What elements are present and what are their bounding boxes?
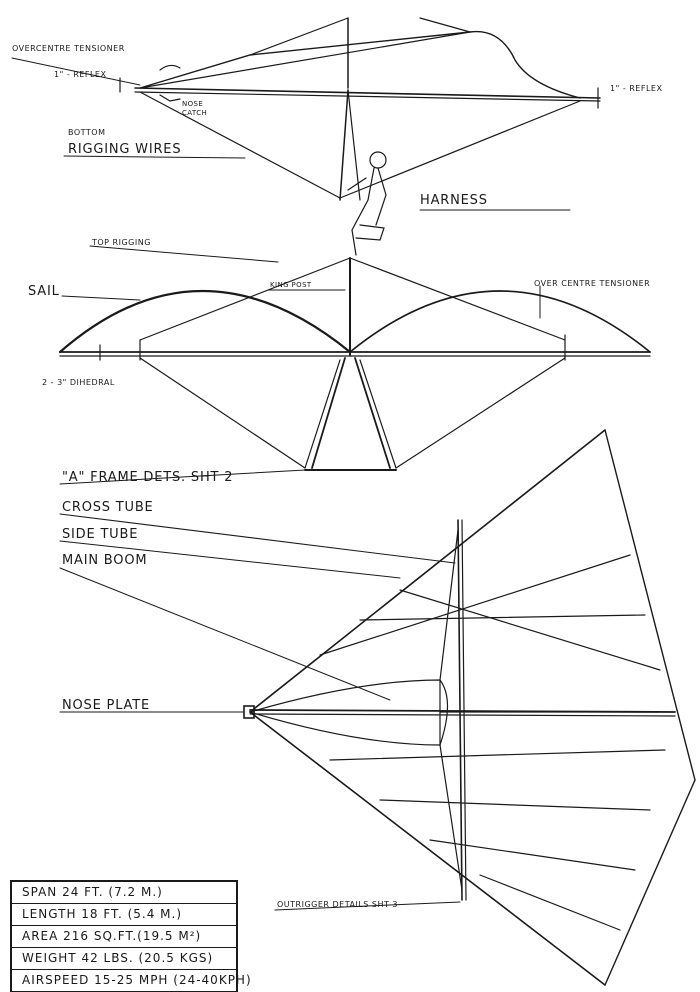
overcentre-tensioner-label-top: OVERCENTRE TENSIONER <box>12 44 125 53</box>
spec-airspeed: AIRSPEED 15-25 MPH (24-40KPH) <box>12 970 251 992</box>
sail-label: SAIL <box>28 284 60 299</box>
nose-plate-label: NOSE PLATE <box>62 698 150 713</box>
side-view <box>119 17 601 256</box>
cross-tube-label: CROSS TUBE <box>62 500 154 515</box>
spec-weight: WEIGHT 42 LBS. (20.5 KGS) <box>12 948 236 970</box>
bottom-rigging-label-line2: RIGGING WIRES <box>68 142 182 157</box>
plan-view <box>243 429 696 986</box>
reflex-left-label: 1" - REFLEX <box>54 70 107 79</box>
reflex-right-label: 1" - REFLEX <box>610 84 663 93</box>
nose-catch-label: NOSE CATCH <box>182 100 208 117</box>
specifications-table: SPAN 24 FT. (7.2 M.) LENGTH 18 FT. (5.4 … <box>10 880 251 992</box>
spec-span: SPAN 24 FT. (7.2 M.) <box>12 882 236 904</box>
main-boom-label: MAIN BOOM <box>62 553 148 568</box>
spec-length: LENGTH 18 FT. (5.4 M.) <box>12 904 236 926</box>
harness-label: HARNESS <box>420 193 488 208</box>
a-frame-label: "A" FRAME DETS. SHT 2 <box>62 470 234 485</box>
outrigger-details-label: OUTRIGGER DETAILS SHT 3 <box>277 900 399 909</box>
overcentre-tensioner-label-right: OVER CENTRE TENSIONER <box>534 279 651 288</box>
leader-lines <box>11 57 571 911</box>
king-post-label: KING POST <box>270 281 312 289</box>
dihedral-label: 2 - 3" DIHEDRAL <box>42 378 115 387</box>
front-view <box>58 257 651 471</box>
bottom-rigging-label-line1: BOTTOM <box>68 128 106 137</box>
spec-area: AREA 216 SQ.FT.(19.5 M²) <box>12 926 236 948</box>
top-rigging-label: TOP RIGGING <box>92 238 151 247</box>
side-tube-label: SIDE TUBE <box>62 527 139 542</box>
